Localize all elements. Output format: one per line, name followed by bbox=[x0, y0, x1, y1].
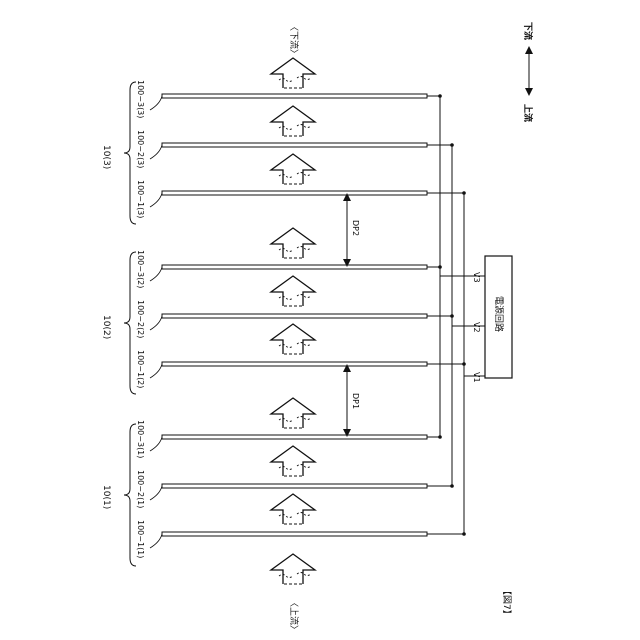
v3-label: V3 bbox=[472, 272, 481, 283]
electrode-plate bbox=[162, 94, 427, 98]
group-brace bbox=[124, 424, 136, 566]
group-label-10-1: 10(1) bbox=[101, 485, 111, 509]
flow-arrow bbox=[271, 398, 315, 428]
electrode-label-100-1-3: 100−1(3) bbox=[136, 180, 145, 218]
flow-arrow bbox=[271, 494, 315, 524]
label-leader bbox=[150, 316, 162, 330]
electrode-label-100-3-2: 100−3(2) bbox=[136, 250, 145, 288]
label-leader bbox=[150, 364, 162, 378]
electrode-plate bbox=[162, 314, 427, 318]
label-leader bbox=[150, 193, 162, 207]
figure-label: 【図7】 bbox=[501, 586, 512, 619]
flow-arrow bbox=[271, 276, 315, 306]
group-label-10-3: 10(3) bbox=[101, 145, 111, 169]
flow-arrows bbox=[271, 58, 315, 584]
dp2-label: DP2 bbox=[351, 220, 360, 236]
electrode-plate bbox=[162, 143, 427, 147]
electrode-plate bbox=[162, 191, 427, 195]
electrode-label-100-1-1: 100−1(1) bbox=[136, 520, 145, 558]
group-braces bbox=[124, 82, 136, 566]
electrode-label-100-3-3: 100−3(3) bbox=[136, 80, 145, 118]
v1-label: V1 bbox=[472, 372, 481, 383]
label-leader bbox=[150, 145, 162, 159]
flow-arrow bbox=[271, 154, 315, 184]
upstream-label: 〈上流〉 bbox=[288, 598, 300, 634]
electrode-plate bbox=[162, 435, 427, 439]
flow-arrow bbox=[271, 324, 315, 354]
label-leader bbox=[150, 437, 162, 451]
legend-upstream: 上流 bbox=[522, 104, 534, 122]
electrode-plate bbox=[162, 265, 427, 269]
downstream-label: 〈下流〉 bbox=[288, 22, 300, 58]
legend-downstream: 下流 bbox=[522, 22, 534, 40]
electrode-label-100-2-3: 100−2(3) bbox=[136, 130, 145, 168]
dp1-label: DP1 bbox=[351, 393, 360, 409]
electrode-label-100-1-2: 100−1(2) bbox=[136, 350, 145, 388]
group-brace bbox=[124, 252, 136, 394]
electrode-plate bbox=[162, 532, 427, 536]
label-leader bbox=[150, 96, 162, 110]
flow-arrow bbox=[271, 58, 315, 88]
flow-arrow bbox=[271, 446, 315, 476]
label-leader bbox=[150, 486, 162, 500]
wiring bbox=[427, 94, 485, 536]
electrode-label-100-3-1: 100−3(1) bbox=[136, 420, 145, 458]
label-leader bbox=[150, 534, 162, 548]
flow-arrow bbox=[271, 106, 315, 136]
power-circuit-label: 電源回路 bbox=[493, 296, 505, 332]
flow-arrow bbox=[271, 228, 315, 258]
label-leader bbox=[150, 267, 162, 281]
electrode-label-100-2-2: 100−2(2) bbox=[136, 300, 145, 338]
group-brace bbox=[124, 82, 136, 224]
electrode-plate bbox=[162, 484, 427, 488]
flow-arrow bbox=[271, 554, 315, 584]
v2-label: V2 bbox=[472, 322, 481, 333]
electrode-plate bbox=[162, 362, 427, 366]
group-label-10-2: 10(2) bbox=[101, 315, 111, 339]
electrode-label-100-2-1: 100−2(1) bbox=[136, 470, 145, 508]
